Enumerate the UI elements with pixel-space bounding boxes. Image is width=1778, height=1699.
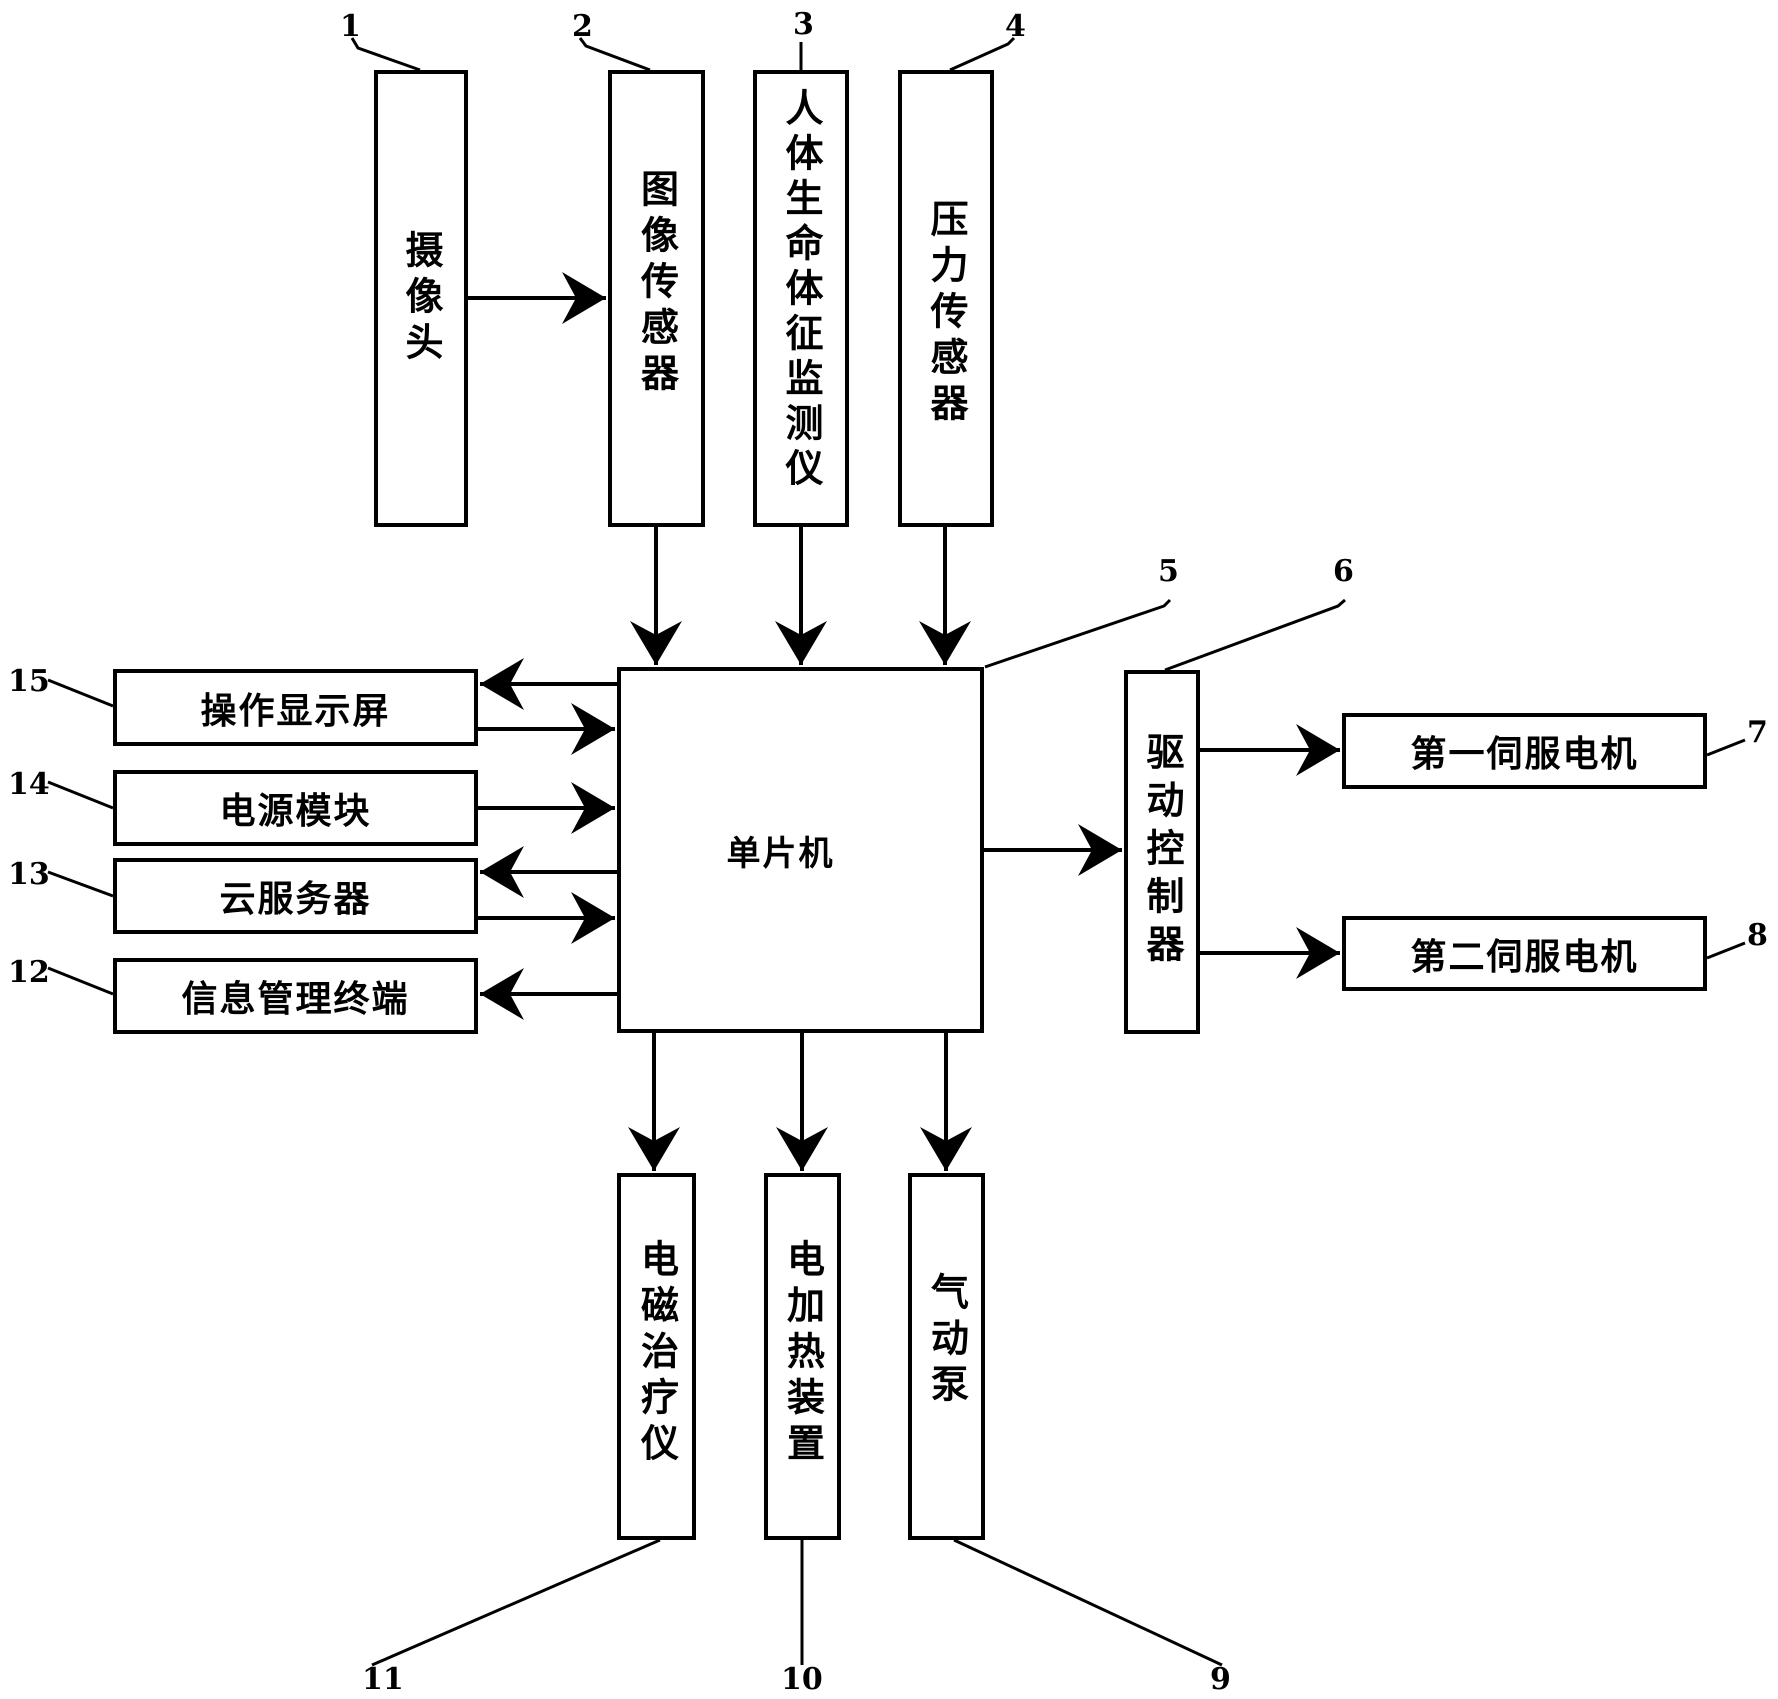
camera-box: 摄像头 [374, 70, 468, 527]
leader-7 [1706, 738, 1746, 757]
arrow-mcu-to-pump-arrowhead [920, 1127, 972, 1171]
arrow-cloud-to-mcu-arrowhead [571, 892, 615, 944]
cloud-server-label: 云服务器 [219, 879, 372, 920]
ref-number-3: 3 [793, 7, 814, 42]
pressure-sensor-label: 压力传感器 [924, 199, 968, 429]
ref-number-1: 1 [340, 9, 361, 44]
mcu-box: 单片机 [617, 667, 984, 1033]
electric-heating-label: 电加热装置 [780, 1239, 825, 1469]
leader-1 [350, 37, 421, 72]
vital-signs-monitor-label: 人体生命体征监测仪 [779, 88, 823, 493]
leader-13 [47, 870, 114, 898]
servo-motor-2-label: 第二伺服电机 [1410, 936, 1639, 978]
ref-number-4: 4 [1005, 9, 1026, 44]
ref-number-15: 15 [8, 664, 50, 699]
power-module-box: 电源模块 [113, 770, 478, 846]
leader-8 [1706, 941, 1746, 960]
info-terminal-box: 信息管理终端 [113, 958, 478, 1034]
leader-15 [47, 678, 114, 708]
ref-number-14: 14 [8, 767, 50, 802]
ref-number-13: 13 [8, 857, 50, 892]
electric-heating-box: 电加热装置 [764, 1173, 841, 1540]
ref-number-10: 10 [781, 1662, 823, 1697]
arrow-pressure-sensor-to-mcu-arrowhead [919, 621, 971, 665]
leader-4 [949, 36, 1016, 72]
leader-5 [984, 598, 1172, 669]
ref-number-9: 9 [1210, 1662, 1231, 1697]
arrow-mcu-to-cloud-arrowhead [480, 846, 524, 898]
arrow-power-to-mcu-arrowhead [571, 782, 615, 834]
vital-signs-monitor-box: 人体生命体征监测仪 [753, 70, 849, 527]
ref-number-12: 12 [8, 955, 50, 990]
image-sensor-box: 图像传感器 [608, 70, 705, 527]
arrow-mcu-to-display-arrowhead [480, 658, 524, 710]
leader-2 [578, 37, 651, 72]
camera-label: 摄像头 [399, 229, 443, 368]
leader-9 [953, 1538, 1223, 1667]
arrow-display-to-mcu-arrowhead [571, 703, 615, 755]
info-terminal-label: 信息管理终端 [181, 979, 410, 1020]
arrow-mcu-to-driver-arrowhead [1078, 824, 1122, 876]
pressure-sensor-box: 压力传感器 [898, 70, 994, 527]
leader-14 [47, 780, 114, 810]
ref-number-8: 8 [1747, 918, 1768, 953]
ref-number-11: 11 [362, 1662, 404, 1697]
servo-motor-1-box: 第一伺服电机 [1342, 713, 1707, 789]
leader-6 [1164, 598, 1346, 672]
operation-display-box: 操作显示屏 [113, 669, 478, 746]
mcu-label: 单片机 [726, 833, 835, 874]
drive-controller-box: 驱动控制器 [1124, 670, 1200, 1034]
leader-11 [371, 1538, 661, 1667]
pneumatic-pump-label: 气动泵 [924, 1272, 969, 1410]
ref-number-6: 6 [1333, 554, 1354, 589]
servo-motor-1-label: 第一伺服电机 [1410, 734, 1639, 775]
ref-number-5: 5 [1158, 554, 1179, 589]
ref-number-2: 2 [572, 9, 593, 44]
arrow-mcu-to-heating-arrowhead [776, 1127, 828, 1171]
power-module-label: 电源模块 [219, 791, 372, 832]
electromagnetic-therapy-box: 电磁治疗仪 [617, 1173, 696, 1540]
arrow-driver-to-motor-2-arrowhead [1296, 927, 1340, 979]
servo-motor-2-box: 第二伺服电机 [1342, 916, 1707, 991]
image-sensor-label: 图像传感器 [634, 169, 679, 399]
arrow-vital-monitor-to-mcu-arrowhead [775, 621, 827, 665]
arrow-driver-to-motor-1-arrowhead [1296, 724, 1340, 776]
arrow-image-sensor-to-mcu-arrowhead [630, 621, 682, 665]
arrow-camera-to-image-sensor-arrowhead [562, 272, 606, 324]
leader-12 [47, 966, 114, 996]
pneumatic-pump-box: 气动泵 [908, 1173, 985, 1540]
operation-display-label: 操作显示屏 [200, 690, 391, 732]
drive-controller-label: 驱动控制器 [1140, 732, 1184, 972]
cloud-server-box: 云服务器 [113, 858, 478, 934]
ref-number-7: 7 [1747, 715, 1768, 750]
arrow-mcu-to-info-terminal-arrowhead [480, 968, 524, 1020]
arrow-mcu-to-em-therapy-arrowhead [628, 1127, 680, 1171]
electromagnetic-therapy-label: 电磁治疗仪 [634, 1239, 679, 1469]
